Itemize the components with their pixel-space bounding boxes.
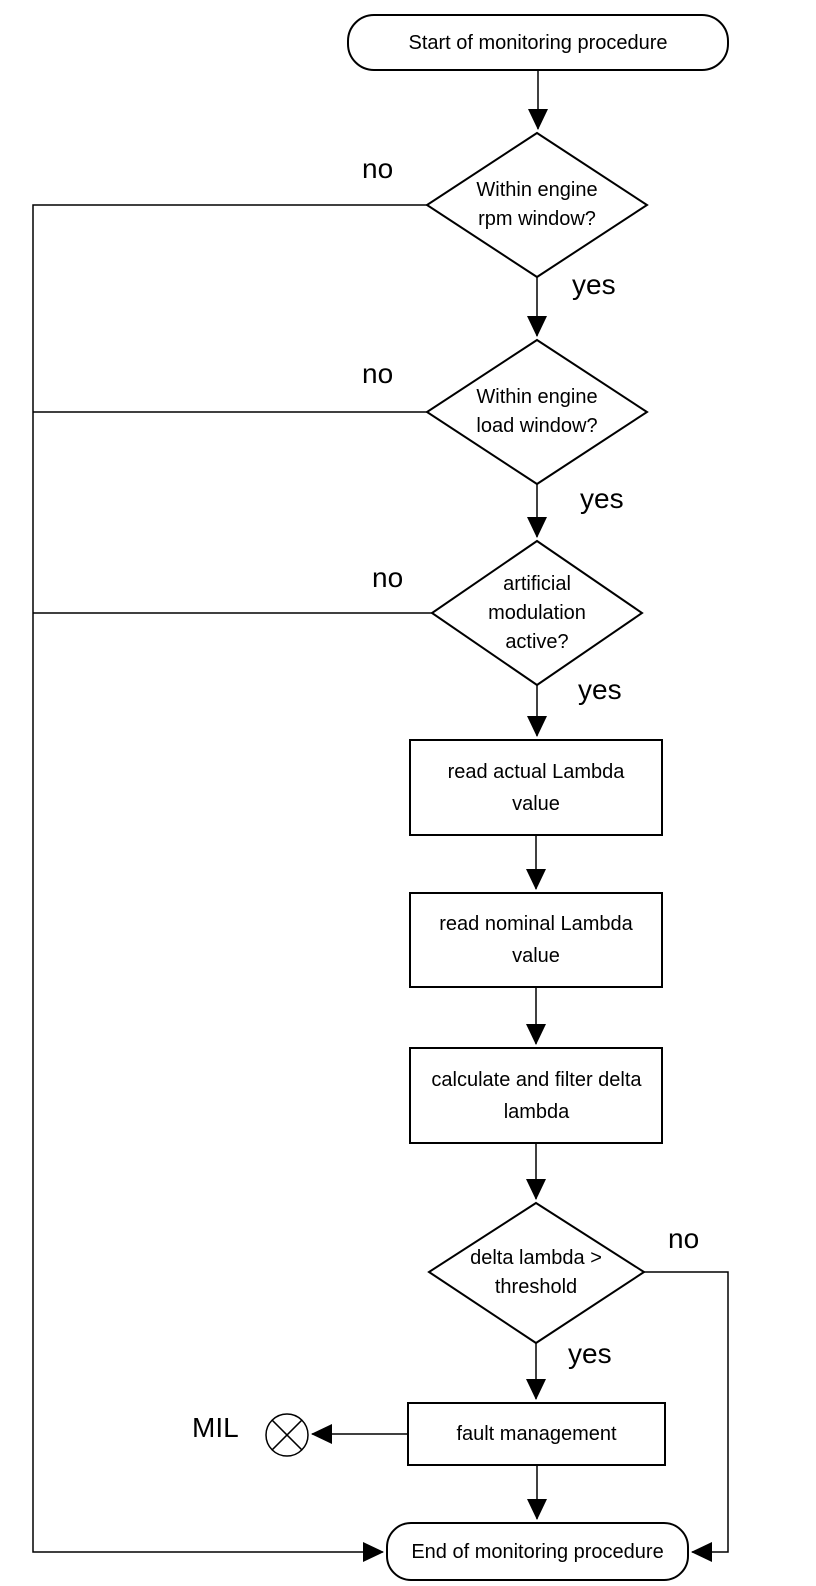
node-read-nominal-label: read nominal Lambda value bbox=[439, 913, 633, 967]
branch-label-yes-modulation: yes bbox=[578, 674, 622, 705]
node-fault-label: fault management bbox=[456, 1423, 617, 1445]
node-shapes bbox=[347, 14, 729, 1581]
decision-load-window-shape bbox=[425, 338, 649, 486]
branch-label-yes-load: yes bbox=[580, 483, 624, 514]
branch-label-yes-rpm: yes bbox=[572, 269, 616, 300]
process-calc-delta-shape bbox=[409, 1047, 663, 1144]
branch-label-yes-threshold: yes bbox=[568, 1338, 612, 1369]
node-calc-delta-label: calculate and filter delta lambda bbox=[431, 1068, 642, 1123]
connector-threshold-no-rail bbox=[644, 1271, 729, 1562]
mil-label: MIL bbox=[192, 1412, 239, 1443]
mil-lamp-icon bbox=[265, 1413, 309, 1457]
process-read-actual-shape bbox=[409, 739, 663, 836]
node-end-label: End of monitoring procedure bbox=[411, 1540, 664, 1563]
node-modulation-label: artificial modulation active? bbox=[488, 572, 586, 653]
connector-rpm-no-rail bbox=[32, 204, 427, 1562]
decision-threshold-shape bbox=[427, 1201, 646, 1345]
branch-label-no-load: no bbox=[362, 358, 394, 389]
node-load-window-label: Within engine load window? bbox=[476, 386, 598, 437]
node-read-actual-label: read actual Lambda value bbox=[447, 760, 625, 815]
node-rpm-window-label: Within engine rpm window? bbox=[476, 179, 598, 230]
node-start-label: Start of monitoring procedure bbox=[408, 31, 668, 54]
connector-lines bbox=[32, 70, 729, 1562]
branch-label-no-modulation: no bbox=[372, 562, 404, 593]
process-fault-shape bbox=[407, 1402, 666, 1466]
end-terminator-shape bbox=[386, 1522, 689, 1581]
branch-label-no-rpm: no bbox=[362, 153, 394, 184]
branch-label-no-threshold: no bbox=[668, 1223, 700, 1254]
mil-lamp-cross-line-2 bbox=[271, 1419, 303, 1451]
process-read-nominal-shape bbox=[409, 892, 663, 988]
start-terminator-shape bbox=[347, 14, 729, 71]
node-threshold-label: delta lambda > threshold bbox=[470, 1247, 602, 1298]
decision-modulation-shape bbox=[430, 539, 644, 687]
decision-rpm-window-shape bbox=[425, 131, 649, 279]
